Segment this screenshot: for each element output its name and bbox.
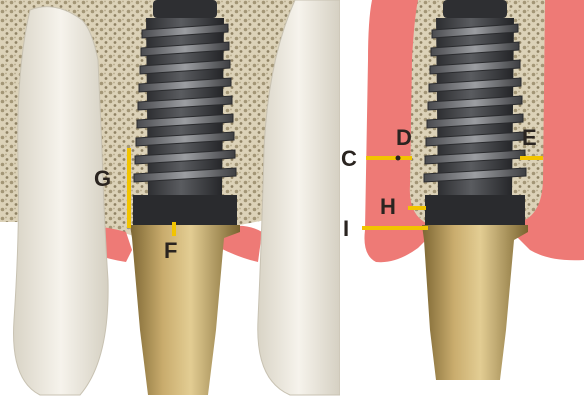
- implant-threads: [424, 24, 526, 182]
- label-f: F: [164, 238, 177, 263]
- label-d: D: [396, 125, 412, 150]
- label-g: G: [94, 166, 111, 191]
- label-e: E: [522, 125, 537, 150]
- left-panel: G F: [0, 0, 340, 401]
- label-c: C: [341, 146, 357, 171]
- measure-point-d: [396, 156, 401, 161]
- implant-threads: [134, 24, 236, 182]
- label-h: H: [380, 194, 396, 219]
- label-i: I: [343, 216, 349, 241]
- right-panel: C D E H I: [341, 0, 584, 401]
- natural-tooth: [14, 7, 109, 395]
